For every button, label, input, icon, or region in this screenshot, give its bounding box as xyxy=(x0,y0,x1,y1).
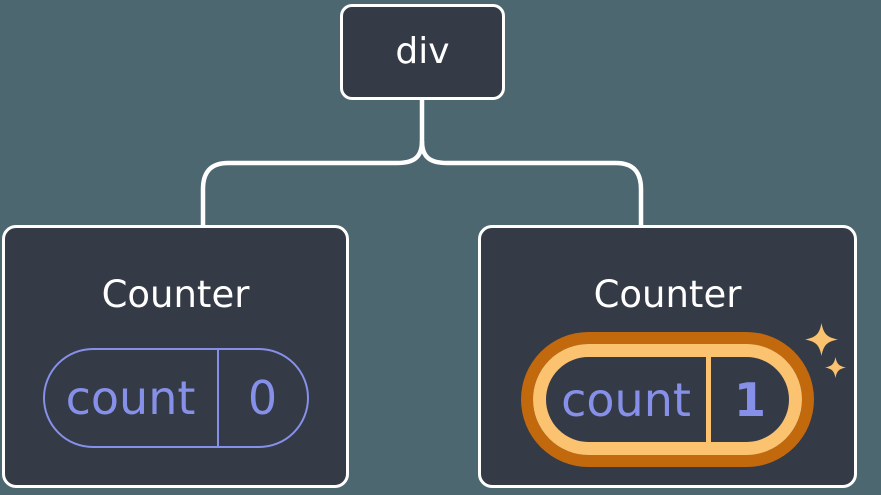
state-value-cell: 0 xyxy=(216,350,307,446)
state-pill: count 0 xyxy=(42,348,309,448)
state-key-label: count xyxy=(65,371,196,425)
state-key-label: count xyxy=(561,372,691,427)
root-node: div xyxy=(340,4,505,100)
sparkle-icon xyxy=(825,357,846,378)
counter-title: Counter xyxy=(593,273,742,316)
sparkle-icon xyxy=(805,323,838,356)
state-key-cell: count xyxy=(546,357,706,442)
state-key-cell: count xyxy=(45,350,217,446)
counter-title: Counter xyxy=(101,273,250,316)
root-node-label: div xyxy=(395,31,450,72)
counter-card-left: Counter count 0 xyxy=(2,225,349,488)
state-pill-highlighted: count 1 xyxy=(533,344,802,455)
state-value-label: 0 xyxy=(247,371,278,425)
state-value-label: 1 xyxy=(733,372,766,427)
counter-card-right: Counter count 1 xyxy=(478,225,857,488)
state-value-cell: 1 xyxy=(706,357,789,442)
connector-left-branch xyxy=(200,140,425,226)
connector-right-branch xyxy=(419,140,644,226)
